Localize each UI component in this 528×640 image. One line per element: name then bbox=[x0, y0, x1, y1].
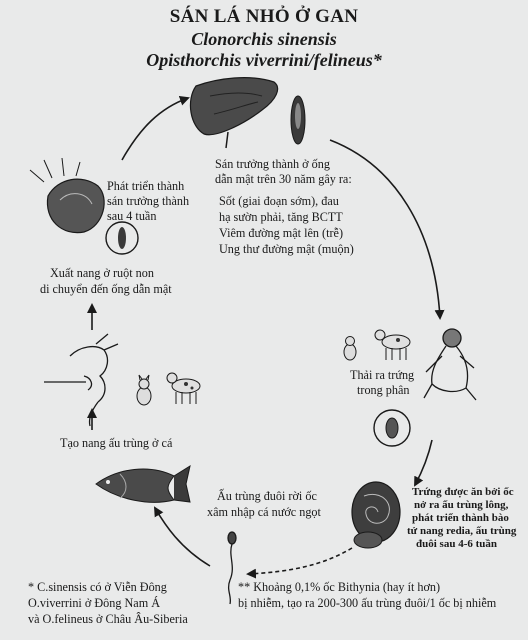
diagram-title: SÁN LÁ NHỎ Ở GAN bbox=[169, 6, 359, 27]
cercaria-stage-text-2: xâm nhập cá nước ngọt bbox=[207, 505, 321, 519]
fish-icon bbox=[95, 464, 191, 503]
dog-icon-right bbox=[374, 329, 411, 360]
human-eating-icon bbox=[44, 333, 119, 427]
excyst-text-1: Xuất nang ở ruột non bbox=[50, 266, 154, 280]
mature-stage-text-2: sán trưởng thành bbox=[107, 194, 190, 208]
snail-icon bbox=[351, 481, 401, 549]
egg-stage-text-2: trong phân bbox=[357, 383, 410, 397]
adult-fluke-icon bbox=[290, 95, 306, 145]
liver-stage-text-3: Sốt (giai đoạn sớm), đau bbox=[219, 194, 339, 208]
cat-icon-left bbox=[136, 374, 152, 406]
snail-stage-text-5: đuôi sau 4-6 tuần bbox=[416, 538, 498, 550]
mature-stage-text-3: sau 4 tuần bbox=[107, 209, 157, 223]
egg-icon bbox=[373, 409, 411, 447]
cercaria-icon bbox=[227, 531, 237, 605]
cercaria-stage-text-1: Ấu trùng đuôi rời ốc bbox=[217, 489, 317, 503]
arrow-egg-to-snail bbox=[414, 439, 433, 487]
liver-stage-text-2: dẫn mật trên 30 năm gây ra: bbox=[215, 172, 352, 186]
footnote-double-star-2: bị nhiễm, tạo ra 200-300 ấu trùng đuôi/1… bbox=[238, 596, 497, 610]
snail-stage-text-4: tử nang redia, ấu trùng bbox=[407, 525, 517, 537]
liver-stage-text-5: Viêm đường mật lên (trễ) bbox=[219, 226, 343, 240]
snail-stage-text-3: phát triển thành bào bbox=[412, 512, 509, 524]
squatting-person-icon bbox=[423, 328, 477, 401]
liver-icon bbox=[189, 77, 279, 149]
species-name-clonorchis: Clonorchis sinensis bbox=[191, 29, 337, 49]
cat-icon-right bbox=[343, 336, 357, 361]
young-fluke-icon bbox=[105, 221, 139, 255]
snail-stage-text-1: Trứng được ăn bởi ốc bbox=[412, 486, 514, 498]
intestine-icon bbox=[29, 157, 105, 234]
arrow-intestine-to-liver bbox=[121, 95, 190, 161]
species-name-opisthorchis: Opisthorchis viverrini/felineus* bbox=[146, 50, 382, 70]
footnote-star-1: * C.sinensis có ở Viễn Đông bbox=[28, 580, 167, 594]
footnote-star-2: O.viverrini ở Đông Nam Á bbox=[28, 596, 161, 610]
fish-stage-text: Tạo nang ấu trùng ở cá bbox=[60, 436, 173, 450]
dog-icon-left bbox=[166, 372, 201, 404]
footnote-star-3: và O.felineus ở Châu Âu-Siberia bbox=[28, 612, 188, 626]
liver-stage-text-4: hạ sườn phải, tăng BCTT bbox=[219, 210, 343, 224]
snail-stage-text-2: nở ra ấu trùng lông, bbox=[414, 499, 509, 511]
liver-stage-text-1: Sán trưởng thành ở ống bbox=[215, 157, 330, 171]
egg-stage-text-1: Thải ra trứng bbox=[350, 368, 415, 382]
arrow-liver-to-egg bbox=[329, 139, 445, 320]
liver-stage-text-6: Ung thư đường mật (muộn) bbox=[219, 242, 354, 256]
excyst-text-2: di chuyển đến ống dẫn mật bbox=[40, 282, 172, 296]
arrow-snail-to-cercaria bbox=[246, 547, 353, 579]
mature-stage-text-1: Phát triển thành bbox=[107, 179, 185, 193]
arrow-cercaria-to-fish bbox=[153, 506, 211, 567]
footnote-double-star-1: ** Khoảng 0,1% ốc Bithynia (hay ít hơn) bbox=[238, 580, 441, 594]
